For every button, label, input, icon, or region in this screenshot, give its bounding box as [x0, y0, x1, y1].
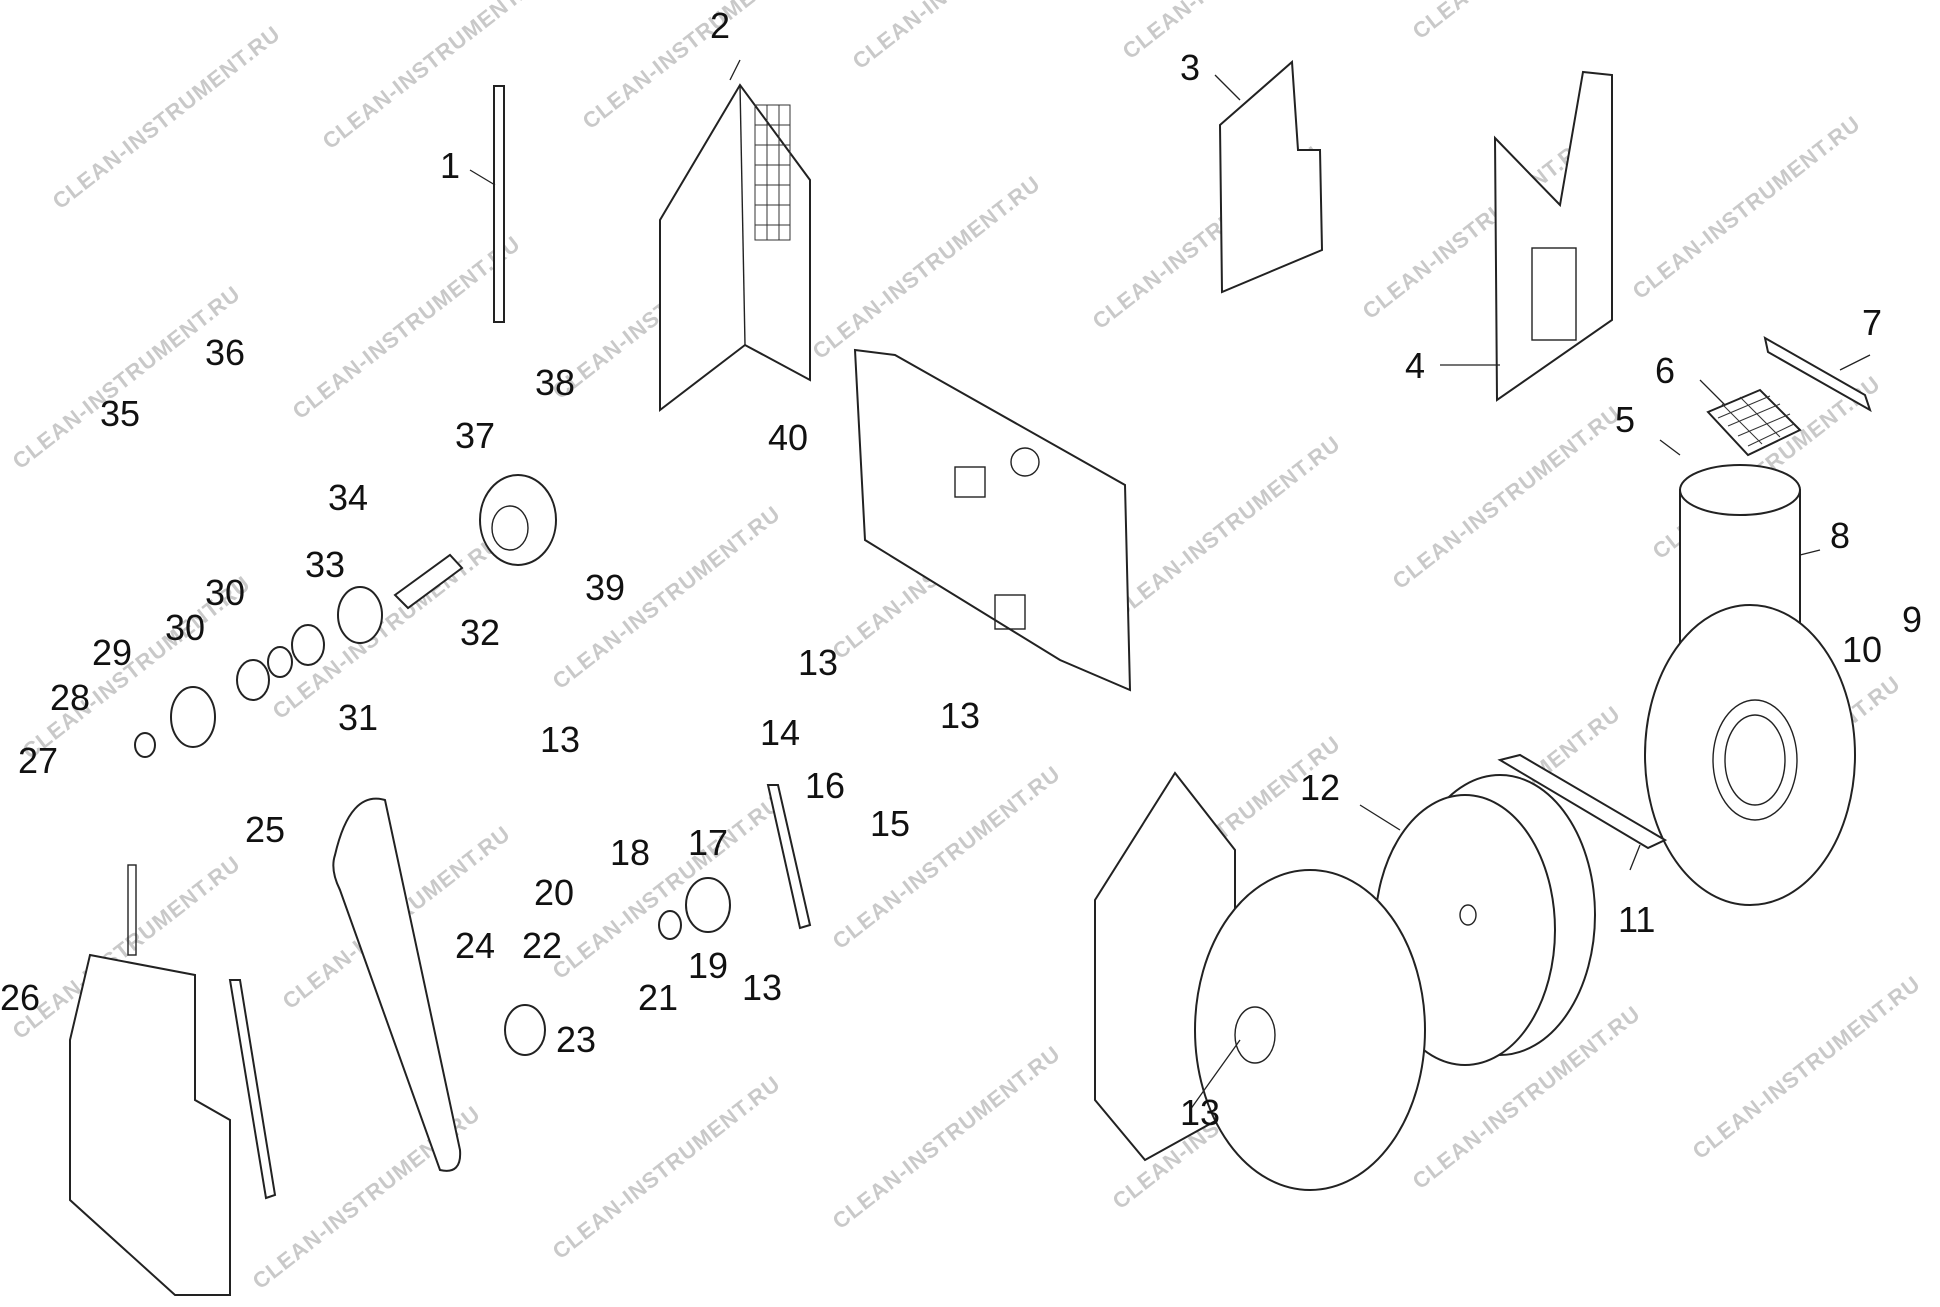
part-v-belt — [332, 797, 462, 1172]
callout-13b: 13 — [940, 695, 980, 736]
callout-27: 27 — [18, 740, 58, 781]
callout-1: 1 — [440, 145, 460, 186]
callout-17: 17 — [688, 822, 728, 863]
callout-19: 19 — [688, 945, 728, 986]
callout-25: 25 — [245, 809, 285, 850]
callout-13c: 13 — [540, 719, 580, 760]
part-bearing-flange — [479, 474, 557, 566]
callout-31: 31 — [338, 697, 378, 738]
callout-13d: 13 — [742, 967, 782, 1008]
watermark-text: CLEAN-INSTRUMENT.RU — [808, 171, 1045, 364]
part-bearing-30a — [291, 624, 325, 666]
part-guard-strip — [228, 979, 277, 1200]
callout-20: 20 — [534, 872, 574, 913]
callout-7: 7 — [1862, 302, 1882, 343]
watermark-text: CLEAN-INSTRUMENT.RU — [8, 281, 245, 474]
part-rod — [493, 85, 505, 323]
callout-14: 14 — [760, 712, 800, 753]
part-bearing-19 — [658, 910, 682, 940]
callout-28: 28 — [50, 677, 90, 718]
part-tensioner-arm — [766, 784, 812, 930]
callout-5: 5 — [1615, 399, 1635, 440]
part-side-panel — [1493, 70, 1613, 402]
watermark-text: CLEAN-INSTRUMENT.RU — [48, 21, 285, 214]
callout-23: 23 — [556, 1019, 596, 1060]
callout-12: 12 — [1300, 767, 1340, 808]
callout-34: 34 — [328, 477, 368, 518]
callout-30a: 30 — [165, 607, 205, 648]
callout-33: 33 — [305, 544, 345, 585]
callout-16: 16 — [805, 765, 845, 806]
callout-6: 6 — [1655, 350, 1675, 391]
watermark-text: CLEAN-INSTRUMENT.RU — [548, 791, 785, 984]
leader-lines — [469, 59, 1871, 1111]
watermark-text: CLEAN-INSTRUMENT.RU — [848, 0, 1085, 74]
part-pulley-upper — [337, 586, 383, 644]
callout-15: 15 — [870, 803, 910, 844]
part-blower-housing — [1644, 464, 1856, 906]
callout-10: 10 — [1842, 629, 1882, 670]
watermark-text: CLEAN-INSTRUMENT.RU — [1688, 971, 1925, 1164]
part-bracket — [1763, 336, 1872, 413]
callout-38: 38 — [535, 362, 575, 403]
callout-18: 18 — [610, 832, 650, 873]
watermark-text: CLEAN-INSTRUMENT.RU — [828, 761, 1065, 954]
part-side-plate — [1218, 59, 1324, 294]
part-bearing-30b — [236, 659, 270, 701]
callout-40: 40 — [768, 417, 808, 458]
callout-24: 24 — [455, 925, 495, 966]
watermark-text: CLEAN-INSTRUMENT.RU — [1408, 0, 1645, 44]
part-idler-pulley-18 — [685, 877, 731, 933]
callout-32: 32 — [460, 612, 500, 653]
part-louvered-cover — [659, 83, 811, 413]
part-belt-guard — [69, 864, 231, 1296]
watermark-text: CLEAN-INSTRUMENT.RU — [1388, 401, 1625, 594]
callout-13a: 13 — [798, 642, 838, 683]
watermark-text: CLEAN-INSTRUMENT.RU — [548, 501, 785, 694]
part-seal-strip — [1497, 753, 1668, 850]
watermark-text: CLEAN-INSTRUMENT.RU — [828, 1041, 1065, 1234]
callout-36: 36 — [205, 332, 245, 373]
part-mounting-plate — [853, 348, 1132, 692]
callout-8: 8 — [1830, 515, 1850, 556]
part-mesh-screen — [1706, 388, 1802, 457]
watermark-text: CLEAN-INSTRUMENT.RU — [548, 1071, 785, 1264]
callout-35: 35 — [100, 393, 140, 434]
callout-11: 11 — [1618, 899, 1655, 940]
callout-21: 21 — [638, 977, 678, 1018]
watermark-text: CLEAN-INSTRUMENT.RU — [1108, 431, 1345, 624]
callout-29: 29 — [92, 632, 132, 673]
callout-4: 4 — [1405, 345, 1425, 386]
watermark-text: CLEAN-INSTRUMENT.RU — [1628, 111, 1865, 304]
watermark-text: CLEAN-INSTRUMENT.RU — [1118, 0, 1355, 64]
part-cap-24 — [504, 1004, 546, 1056]
callout-labels: 1 2 3 4 5 6 7 8 9 10 11 12 13 13 13 13 1… — [0, 5, 1922, 1133]
callout-26: 26 — [0, 977, 40, 1018]
callout-30b: 30 — [205, 572, 245, 613]
callout-3: 3 — [1180, 47, 1200, 88]
callout-22: 22 — [522, 925, 562, 966]
part-washer-28 — [134, 732, 156, 758]
part-front-casing — [1094, 771, 1426, 1191]
part-shaft — [393, 553, 464, 610]
watermark-text: CLEAN-INSTRUMENT.RU — [318, 0, 555, 154]
callout-37: 37 — [455, 415, 495, 456]
callout-2: 2 — [710, 5, 730, 46]
callout-9: 9 — [1902, 599, 1922, 640]
part-spacer-31 — [267, 646, 293, 678]
watermark-text: CLEAN-INSTRUMENT.RU — [288, 231, 525, 424]
callout-39: 39 — [585, 567, 625, 608]
part-pulley-29 — [170, 686, 216, 748]
callout-13e: 13 — [1180, 1092, 1220, 1133]
